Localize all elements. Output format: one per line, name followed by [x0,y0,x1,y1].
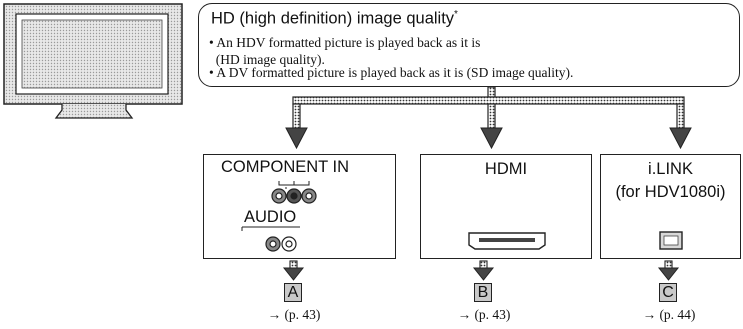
component-in-label: COMPONENT IN [221,158,350,176]
arrow-to-c [657,267,680,281]
hd-quality-callout: HD (high definition) image quality* • An… [198,3,740,87]
ilink-port-icon [659,231,683,250]
component-in-box: COMPONENT IN AUDIO [203,154,396,259]
connection-letter-a: A [284,283,302,302]
arrow-to-component [285,127,308,150]
arrow-to-b [472,267,495,281]
arrow-to-a [282,267,305,281]
ilink-label: i.LINK [648,160,693,178]
ilink-sublabel: (for HDV1080i) [615,183,726,201]
bullet-hdv: • An HDV formatted picture is played bac… [209,35,481,67]
bullet-dv: • A DV formatted picture is played back … [209,65,574,80]
arrow-to-ilink [669,127,692,150]
connection-letter-c: C [659,283,677,302]
page-ref-c[interactable]: → (p. 44) [642,307,696,322]
hdmi-port-icon [468,232,546,250]
component-jacks-icon [271,181,317,204]
branch-stem [487,86,496,98]
arrow-to-hdmi [480,127,503,150]
connection-letter-b: B [474,283,492,302]
branch-bar [292,96,685,105]
asterisk-mark: * [454,9,458,20]
page-ref-a[interactable]: → (p. 43) [267,307,321,322]
ilink-box: i.LINK (for HDV1080i) [600,154,741,259]
hdmi-label: HDMI [484,160,528,178]
tv-icon [3,3,183,119]
audio-jacks-icon [241,226,300,252]
page-ref-b[interactable]: → (p. 43) [457,307,511,322]
callout-title: HD (high definition) image quality* [211,9,458,28]
hdmi-box: HDMI [420,154,592,259]
audio-label: AUDIO [244,208,297,226]
